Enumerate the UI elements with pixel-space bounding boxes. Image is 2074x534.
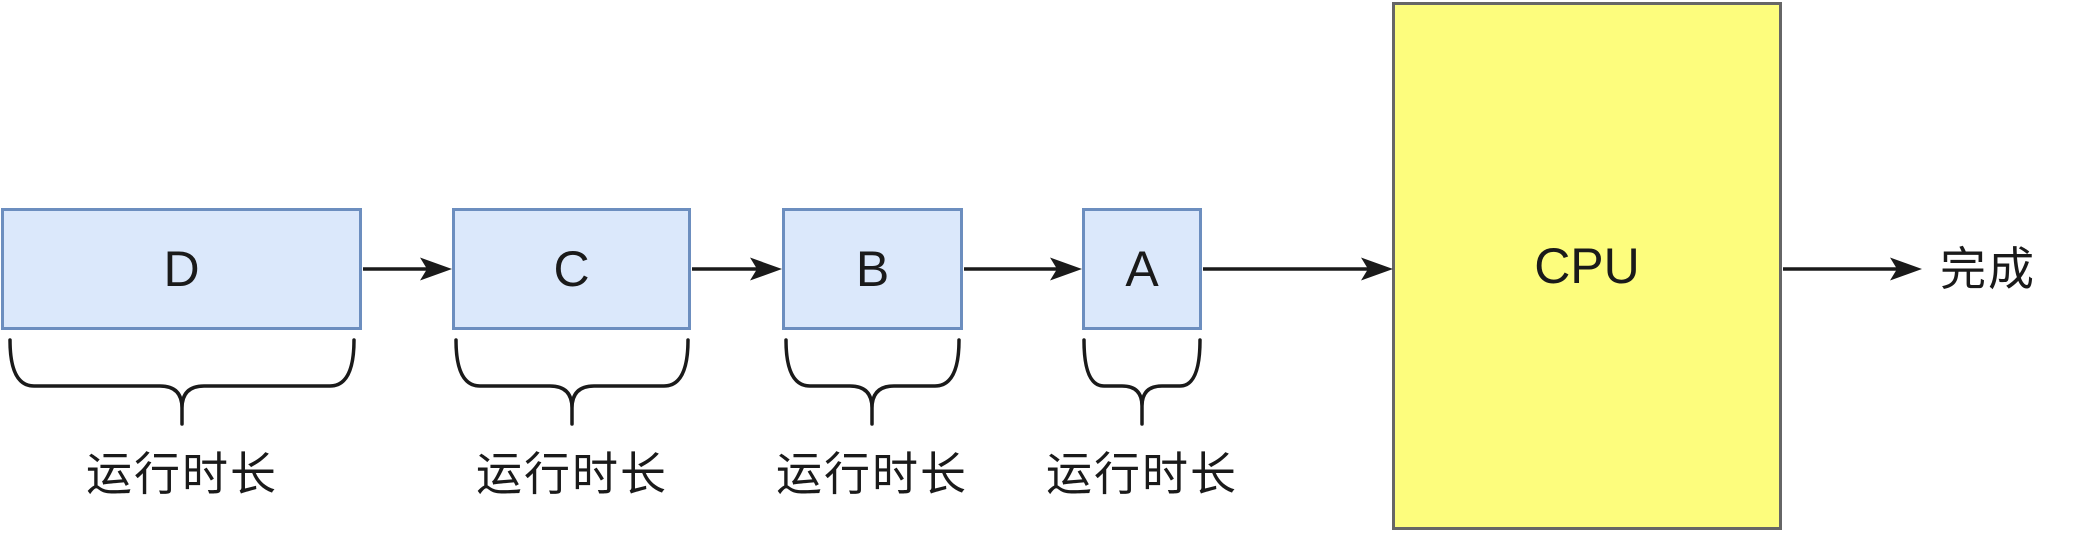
duration-label-b: 运行时长: [776, 448, 968, 500]
cpu-label: CPU: [1534, 238, 1640, 294]
brace-icon-c: [454, 338, 690, 426]
task-label-d: D: [163, 241, 200, 297]
brace-icon-b: [784, 338, 961, 426]
task-box-a: A: [1082, 208, 1202, 330]
arrow-icon-b-to-a: [964, 257, 1082, 281]
brace-icon-a: [1082, 338, 1202, 426]
arrow-icon-cpu-to-done: [1783, 257, 1922, 281]
task-box-d: D: [1, 208, 362, 330]
task-box-c: C: [452, 208, 691, 330]
arrow-icon-a-to-cpu: [1203, 257, 1393, 281]
brace-icon-d: [8, 338, 356, 426]
duration-label-a: 运行时长: [1046, 448, 1238, 500]
cpu-box: CPU: [1392, 2, 1782, 530]
duration-label-c: 运行时长: [476, 448, 668, 500]
task-label-a: A: [1125, 241, 1159, 297]
duration-label-d: 运行时长: [86, 448, 278, 500]
done-label: 完成: [1940, 243, 2036, 295]
task-box-b: B: [782, 208, 963, 330]
task-label-c: C: [553, 241, 590, 297]
task-label-b: B: [855, 241, 890, 297]
arrow-icon-d-to-c: [363, 257, 452, 281]
arrow-icon-c-to-b: [692, 257, 782, 281]
